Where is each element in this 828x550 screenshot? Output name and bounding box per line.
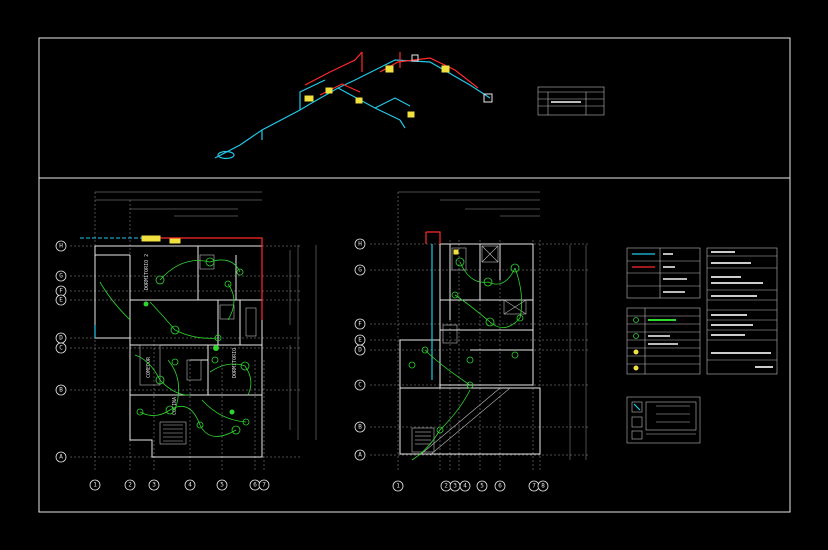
grid-col-bubble: 6 xyxy=(249,479,261,491)
grid-row-bubble: H xyxy=(354,238,366,250)
svg-text:C: C xyxy=(59,345,63,352)
svg-text:E: E xyxy=(358,337,362,344)
grid-row-bubble: E xyxy=(354,334,366,346)
svg-text:A: A xyxy=(59,454,63,461)
svg-text:H: H xyxy=(358,241,362,248)
svg-text:4: 4 xyxy=(188,482,192,489)
grid-col-bubble: 1 xyxy=(392,480,404,492)
grid-row-bubble: G xyxy=(55,270,67,282)
legend-table-1 xyxy=(626,247,701,299)
legend-table-2 xyxy=(626,307,701,375)
svg-text:2: 2 xyxy=(444,483,448,490)
grid-col-bubble: 5 xyxy=(476,480,488,492)
grid-col-bubble: 8 xyxy=(537,480,549,492)
grid-col-bubble: 2 xyxy=(124,479,136,491)
svg-text:6: 6 xyxy=(498,483,502,490)
grid-col-bubble: 4 xyxy=(184,479,196,491)
svg-text:D: D xyxy=(59,335,63,342)
svg-text:6: 6 xyxy=(253,482,257,489)
svg-text:COCINA: COCINA xyxy=(172,397,178,415)
title-block-detail xyxy=(626,396,701,444)
svg-text:2: 2 xyxy=(128,482,132,489)
grid-col-bubble: 5 xyxy=(216,479,228,491)
grid-col-bubble: 7 xyxy=(258,479,270,491)
svg-text:1: 1 xyxy=(93,482,97,489)
svg-text:H: H xyxy=(59,243,63,250)
grid-col-bubble: 6 xyxy=(494,480,506,492)
grid-row-bubble: B xyxy=(354,421,366,433)
svg-text:7: 7 xyxy=(532,483,536,490)
svg-text:5: 5 xyxy=(480,483,484,490)
svg-text:COMEDOR: COMEDOR xyxy=(146,356,152,378)
grid-row-bubble: A xyxy=(55,451,67,463)
svg-text:3: 3 xyxy=(453,483,457,490)
svg-text:DORMITORIO: DORMITORIO xyxy=(232,348,238,378)
grid-col-bubble: 7 xyxy=(528,480,540,492)
isometric-legend-table xyxy=(537,86,605,116)
svg-text:F: F xyxy=(358,321,362,328)
svg-text:E: E xyxy=(59,297,63,304)
grid-row-bubble: G xyxy=(354,264,366,276)
grid-row-bubble: B xyxy=(55,384,67,396)
svg-text:A: A xyxy=(358,452,362,459)
grid-col-bubble: 1 xyxy=(89,479,101,491)
svg-text:B: B xyxy=(59,387,63,394)
grid-col-bubble: 3 xyxy=(449,480,461,492)
svg-text:B: B xyxy=(358,424,362,431)
floor-plan-2: H G F E D C B A 1 2 3 4 5 6 7 8 xyxy=(354,191,590,492)
grid-row-bubble: C xyxy=(55,342,67,354)
grid-col-bubble: 3 xyxy=(148,479,160,491)
grid-row-bubble: E xyxy=(55,294,67,306)
svg-text:C: C xyxy=(358,382,362,389)
grid-row-bubble: D xyxy=(354,344,366,356)
svg-text:D: D xyxy=(358,347,362,354)
svg-text:F: F xyxy=(59,288,63,295)
grid-col-bubble: 4 xyxy=(459,480,471,492)
grid-row-bubble: F xyxy=(354,318,366,330)
svg-text:7: 7 xyxy=(262,482,266,489)
grid-col-bubble: 2 xyxy=(440,480,452,492)
svg-text:8: 8 xyxy=(541,483,545,490)
grid-row-bubble: A xyxy=(354,449,366,461)
svg-text:G: G xyxy=(358,267,362,274)
svg-text:DORMITORIO 2: DORMITORIO 2 xyxy=(144,254,150,290)
grid-row-bubble: D xyxy=(55,332,67,344)
svg-text:4: 4 xyxy=(463,483,467,490)
svg-text:3: 3 xyxy=(152,482,156,489)
svg-text:1: 1 xyxy=(396,483,400,490)
svg-text:5: 5 xyxy=(220,482,224,489)
isometric-plumbing-diagram xyxy=(214,51,493,160)
grid-row-bubble: F xyxy=(55,285,67,297)
title-block-main xyxy=(706,247,778,375)
grid-row-bubble: H xyxy=(55,240,67,252)
floor-plan-1: DORMITORIO 2 COMEDOR DORMITORIO COCINA xyxy=(55,191,317,491)
svg-text:G: G xyxy=(59,273,63,280)
sheet-border xyxy=(38,37,791,513)
grid-row-bubble: C xyxy=(354,379,366,391)
